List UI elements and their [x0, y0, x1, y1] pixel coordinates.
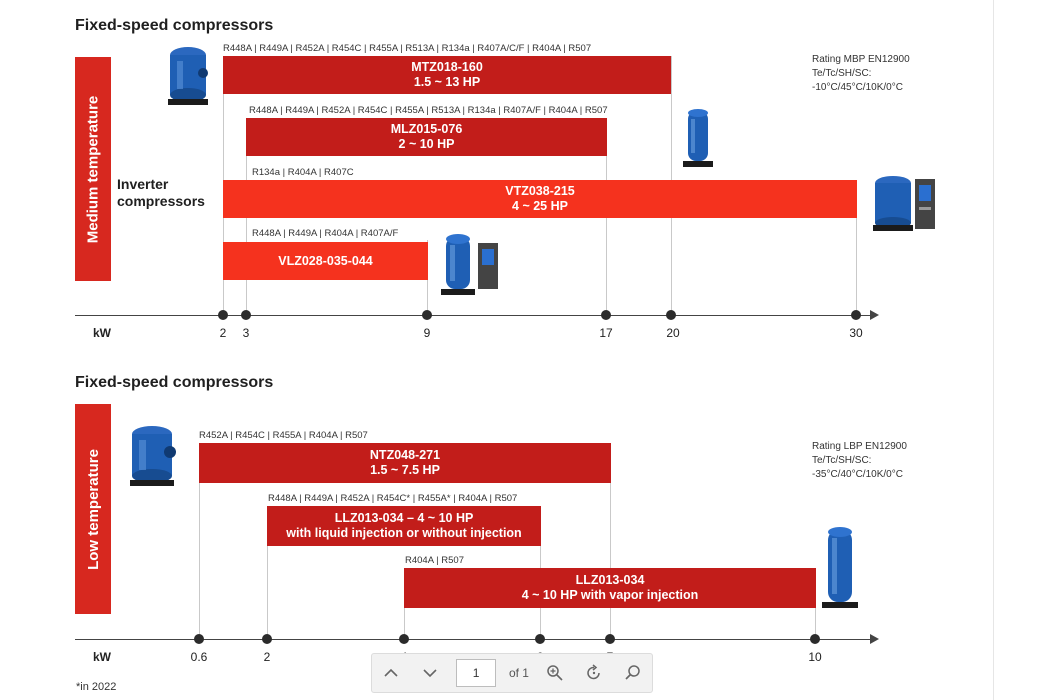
compressor-vlz-image: [441, 234, 498, 295]
search-button[interactable]: [620, 660, 646, 686]
bar-mtz018-160: MTZ018-160 1.5 ~ 13 HP: [223, 56, 671, 94]
section-title-low: Fixed-speed compressors: [75, 374, 274, 391]
page-total-label: of 1: [508, 666, 529, 680]
compressor-reciprocating-image: [168, 47, 208, 105]
bar-model: VLZ028-035-044: [278, 253, 373, 268]
zoom-in-button[interactable]: [542, 660, 568, 686]
document-page: Fixed-speed compressors Medium temperatu…: [75, 17, 935, 693]
previous-page-button[interactable]: [378, 660, 404, 686]
refrigerant-list: R448A | R449A | R452A | R454C* | R455A* …: [268, 493, 518, 504]
axis-dot: [218, 310, 228, 320]
inverter-label-line2: compressors: [117, 193, 205, 209]
footnote: *in 2022: [76, 681, 117, 693]
rotate-icon: [586, 664, 600, 680]
inverter-label-line1: Inverter: [117, 176, 169, 192]
search-icon: [624, 665, 640, 680]
bar-model: VTZ038-215: [505, 184, 575, 198]
refrigerant-list: R448A | R449A | R404A | R407A/F: [252, 228, 399, 239]
band-label: Low temperature: [84, 448, 102, 570]
inverter-compressors-label: Inverter compressors: [117, 176, 205, 210]
bar-vtz038-215: VTZ038-215 4 ~ 25 HP: [223, 180, 857, 218]
refrigerant-list: R134a | R404A | R407C: [252, 167, 354, 178]
band-medium-temperature: Medium temperature: [75, 57, 111, 281]
zoom-in-icon: [547, 665, 563, 681]
bar-mlz015-076: MLZ015-076 2 ~ 10 HP: [246, 118, 607, 156]
axis-dot: [399, 634, 409, 644]
bar-power: 4 ~ 25 HP: [512, 199, 568, 213]
bar-model: LLZ013-034: [575, 573, 645, 587]
axis-tick: 9: [423, 326, 431, 340]
axis-arrow: [870, 310, 879, 320]
axis-tick: 20: [666, 326, 680, 340]
compressor-llz-image: [822, 527, 858, 608]
refrigerant-list: R404A | R507: [405, 555, 464, 566]
axis-dot: [601, 310, 611, 320]
axis-dot: [535, 634, 545, 644]
compressor-ntz-image: [130, 426, 176, 486]
band-low-temperature: Low temperature: [75, 404, 111, 614]
chevron-down-icon: [423, 669, 437, 678]
next-page-button[interactable]: [417, 660, 443, 686]
axis-dot: [241, 310, 251, 320]
refrigerant-list: R448A | R449A | R452A | R454C | R455A | …: [223, 43, 592, 54]
axis-tick: 2: [263, 650, 271, 664]
bar-power: 1.5 ~ 7.5 HP: [370, 463, 440, 477]
axis-dot: [605, 634, 615, 644]
guide-line: [267, 506, 268, 639]
compressor-inverter-image: [873, 176, 935, 231]
bar-power: 4 ~ 10 HP with vapor injection: [521, 588, 699, 602]
axis-tick: 2: [219, 326, 227, 340]
bar-model: MLZ015-076: [390, 122, 463, 136]
axis-dot: [666, 310, 676, 320]
axis-tick: 30: [849, 326, 863, 340]
axis-unit-kw: kW: [93, 650, 111, 664]
axis-low: [75, 639, 871, 640]
bar-llz013-034-liquid: LLZ013-034 – 4 ~ 10 HP with liquid injec…: [267, 506, 541, 546]
refrigerant-list: R448A | R449A | R452A | R454C | R455A | …: [249, 105, 608, 116]
axis-tick: 3: [242, 326, 250, 340]
axis-unit-kw: kW: [93, 326, 111, 340]
rating-lbp: Rating LBP EN12900 Te/Tc/SH/SC: -35°C/40…: [812, 441, 907, 480]
axis-tick: 17: [599, 326, 613, 340]
axis-dot: [851, 310, 861, 320]
axis-arrow: [870, 634, 879, 644]
guide-line: [199, 443, 200, 639]
axis-medium: [75, 315, 871, 316]
page-number-input[interactable]: [456, 659, 497, 687]
scroll-gutter: [993, 0, 1050, 700]
bar-model: MTZ018-160: [411, 60, 483, 74]
bar-vlz028-035-044: VLZ028-035-044: [223, 242, 428, 280]
bar-power: 2 ~ 10 HP: [398, 137, 455, 151]
bar-model: NTZ048-271: [369, 448, 441, 462]
chevron-up-icon: [384, 668, 398, 677]
axis-dot: [422, 310, 432, 320]
compressor-scroll-image: [683, 109, 713, 167]
guide-line: [856, 180, 857, 314]
axis-dot: [810, 634, 820, 644]
rotate-button[interactable]: [581, 660, 607, 686]
section-title-medium: Fixed-speed compressors: [75, 17, 274, 34]
axis-tick: 10: [808, 650, 822, 664]
bar-power: with liquid injection or without injecti…: [286, 526, 522, 540]
bar-llz013-034-vapor: LLZ013-034 4 ~ 10 HP with vapor injectio…: [404, 568, 816, 608]
guide-line: [610, 443, 611, 639]
pdf-toolbar: of 1: [371, 653, 653, 693]
refrigerant-list: R452A | R454C | R455A | R404A | R507: [199, 430, 368, 441]
axis-tick: 0.6: [190, 650, 208, 664]
bar-model: LLZ013-034 – 4 ~ 10 HP: [334, 511, 474, 525]
band-label: Medium temperature: [84, 95, 102, 243]
axis-dot: [262, 634, 272, 644]
axis-dot: [194, 634, 204, 644]
bar-ntz048-271: NTZ048-271 1.5 ~ 7.5 HP: [199, 443, 611, 483]
rating-mbp: Rating MBP EN12900 Te/Tc/SH/SC: -10°C/45…: [812, 54, 910, 93]
bar-power: 1.5 ~ 13 HP: [413, 75, 481, 89]
